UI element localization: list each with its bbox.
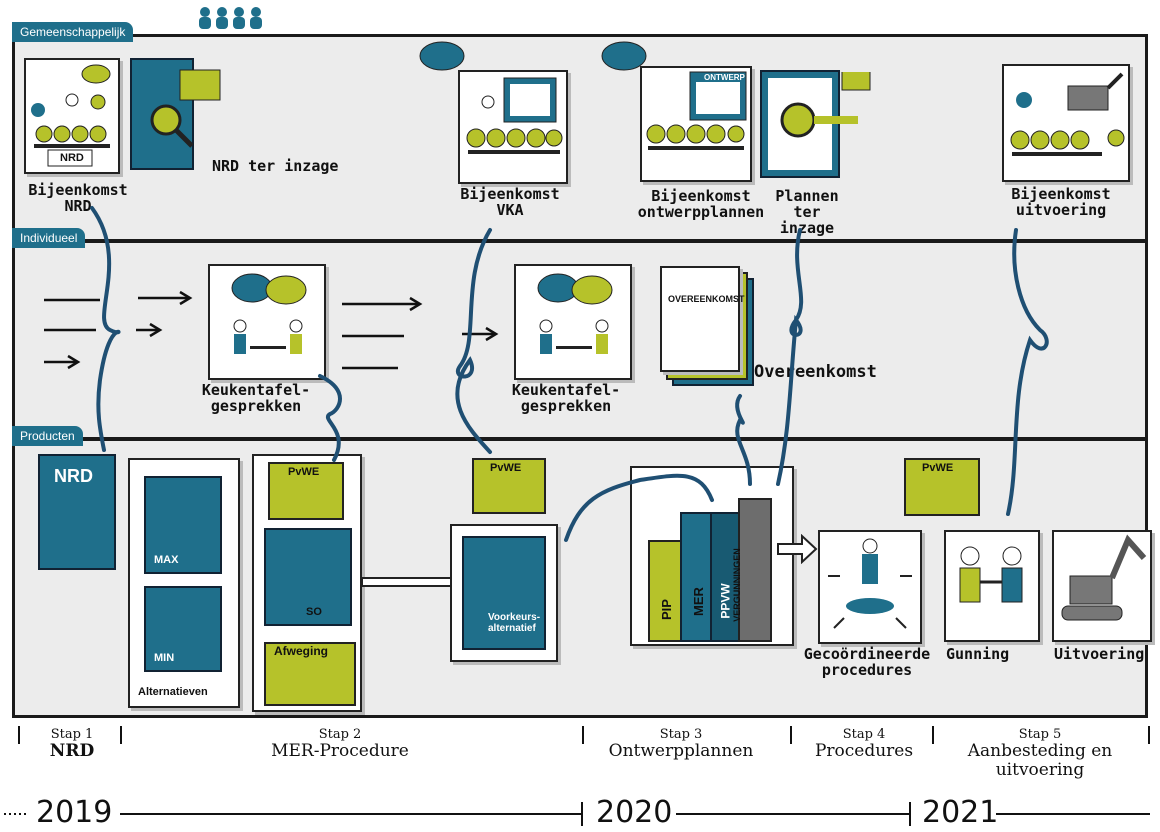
- year-2019: 2019: [36, 795, 113, 830]
- stage-3-step: Stap 3: [659, 727, 703, 742]
- pvwe-label: PvWE: [288, 466, 320, 478]
- speech-bubble-icon: [419, 41, 465, 71]
- stage-5-name: Aanbesteding en uitvoering: [967, 741, 1113, 780]
- kitchen-talk-illustration-1: [208, 264, 326, 380]
- pvwe-label-2: PvWE: [490, 462, 522, 474]
- nrd-doc-label: NRD: [54, 466, 93, 486]
- stage-divider: [932, 726, 934, 744]
- vka-meeting-label: Bijeenkomst VKA: [460, 185, 560, 219]
- stage-divider: [790, 726, 792, 744]
- stage-3-name: Ontwerpplannen: [608, 741, 754, 761]
- speech-bubble-icon: [601, 41, 647, 71]
- agreement-document: OVEREENKOMST: [660, 266, 745, 372]
- pvwe-label-3: PvWE: [922, 462, 954, 474]
- alternatives-sheet: MAX MIN Alternatieven: [128, 458, 240, 708]
- pvwe-doc: PvWE: [268, 462, 344, 520]
- lane-label-products: Producten: [12, 426, 83, 446]
- lane-label-shared: Gemeenschappelijk: [12, 22, 134, 42]
- design-meeting-label: Bijeenkomst ontwerpplannen: [637, 187, 765, 221]
- nrd-meeting-label: Bijeenkomst NRD: [28, 181, 128, 215]
- alternatives-label: Alternatieven: [138, 686, 208, 698]
- stage-1-step: Stap 1: [50, 727, 94, 742]
- lane-shared: [12, 34, 1148, 242]
- award-label: Gunning: [946, 645, 1010, 663]
- plans-inspection-label: Plannen ter inzage: [775, 187, 839, 237]
- agreement-label: Overeenkomst: [754, 362, 877, 382]
- design-sign: ONTWERP: [704, 73, 745, 82]
- meeting-sign: NRD: [60, 152, 84, 164]
- lane-label-individual: Individueel: [12, 228, 86, 248]
- weighing-label: Afweging: [274, 644, 328, 658]
- stage-divider: [120, 726, 122, 744]
- so-label: SO: [306, 606, 322, 618]
- execution-label: Uitvoering: [1054, 645, 1145, 663]
- kitchen-talk-illustration-2: [514, 264, 632, 380]
- execution-meeting-illustration: [1002, 64, 1130, 182]
- stage-divider: [582, 726, 584, 744]
- so-map: SO: [264, 528, 352, 626]
- stage-2: Stap 2 MER-Procedure: [240, 727, 440, 761]
- year-2020: 2020: [596, 795, 673, 830]
- execution-meeting-label: Bijeenkomst uitvoering: [1011, 185, 1111, 219]
- award-card: [944, 530, 1040, 642]
- nrd-meeting-illustration: NRD: [24, 58, 120, 174]
- stage-divider: [18, 726, 20, 744]
- agreement-doc-title: OVEREENKOMST: [668, 294, 745, 304]
- mer-product-sheet: PvWE SO Afweging: [252, 454, 362, 712]
- arrows-icon: [44, 290, 193, 370]
- execution-card: [1052, 530, 1152, 642]
- kitchen-talks-2-label: Keukentafel- gesprekken: [511, 381, 621, 415]
- nrd-document: NRD: [38, 454, 116, 570]
- weighing-table: Afweging: [264, 642, 356, 706]
- stage-4-name: Procedures: [814, 741, 914, 761]
- flow-arrow: [777, 534, 818, 564]
- alt-min-map: MIN: [144, 586, 222, 672]
- stage-2-name: MER-Procedure: [271, 741, 409, 761]
- coordinated-procedures-card: [818, 530, 922, 644]
- coordinated-procedures-label: Gecoördineerde procedures: [803, 645, 931, 679]
- alt-max-label: MAX: [154, 554, 179, 566]
- year-axis: [4, 802, 1150, 826]
- arrows-icon: [342, 296, 499, 370]
- stage-1-name: NRD: [49, 741, 95, 761]
- stage-2-step: Stap 2: [318, 727, 362, 742]
- pvwe-doc-2: PvWE: [472, 458, 546, 514]
- stage-divider: [1148, 726, 1150, 744]
- group-icon: [199, 7, 262, 29]
- preferred-alternative-card: Voorkeurs- alternatief: [450, 524, 558, 662]
- stage-5: Stap 5 Aanbesteding en uitvoering: [950, 727, 1130, 780]
- stage-4-step: Stap 4: [842, 727, 886, 742]
- alt-min-label: MIN: [154, 652, 175, 664]
- nrd-inspection-notebook: [130, 58, 221, 170]
- kitchen-talks-1-label: Keukentafel- gesprekken: [201, 381, 311, 415]
- preferred-alternative-label: Voorkeurs- alternatief: [488, 612, 541, 634]
- preferred-alternative-map: Voorkeurs- alternatief: [462, 536, 546, 650]
- pvwe-doc-3: PvWE: [904, 458, 980, 516]
- stage-5-step: Stap 5: [1018, 727, 1062, 742]
- plans-inspection-illustration: [760, 70, 871, 178]
- vka-meeting-illustration: [458, 70, 568, 184]
- alt-max-map: MAX: [144, 476, 222, 574]
- book-permits: VERGUNNINGEN: [732, 498, 772, 642]
- year-2021: 2021: [922, 795, 999, 830]
- stage-1: Stap 1 NRD: [30, 727, 114, 761]
- stage-4: Stap 4 Procedures: [800, 727, 928, 761]
- nrd-inspection-label: NRD ter inzage: [212, 157, 339, 175]
- stage-3: Stap 3 Ontwerpplannen: [596, 727, 766, 761]
- design-meeting-illustration: ONTWERP: [640, 66, 752, 182]
